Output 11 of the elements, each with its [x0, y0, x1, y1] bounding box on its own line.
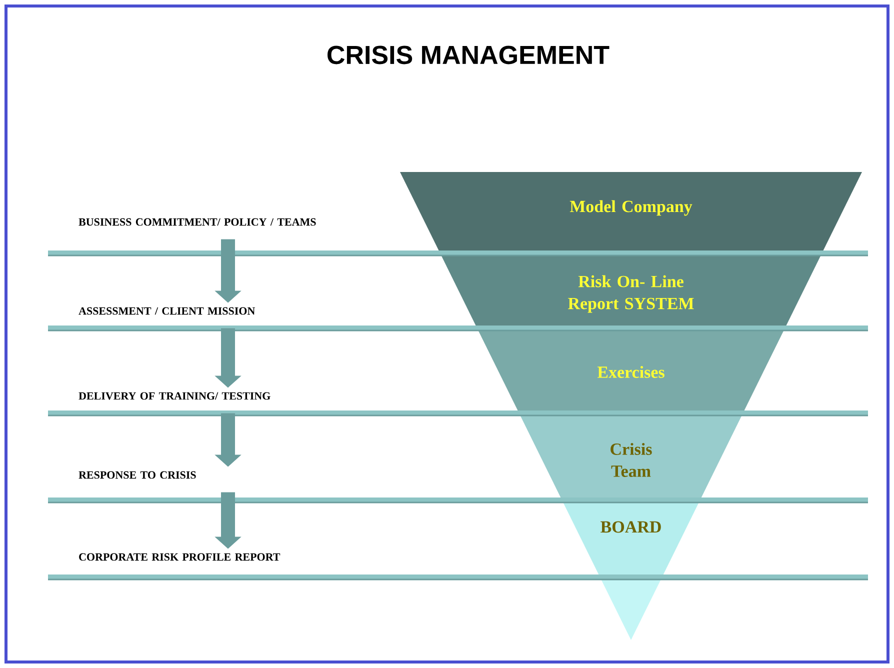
funnel-segment: BOARD — [562, 500, 700, 577]
funnel-segment: Risk On- Line Report SYSTEM — [440, 253, 822, 328]
funnel-segment: Crisis Team — [519, 412, 743, 500]
funnel-segment: Model Company — [400, 172, 862, 253]
step-label: DELIVERY OF TRAINING/ TESTING — [78, 392, 270, 400]
step-label: CORPORATE RISK PROFILE REPORT — [79, 553, 280, 561]
step-label: RESPONSE TO CRISIS — [78, 471, 196, 479]
title: CRISIS MANAGEMENT — [328, 46, 610, 64]
step-label: BUSINESS COMMITMENT/ POLICY / TEAMS — [78, 218, 316, 226]
step-label: ASSESSMENT / CLIENT MISSION — [78, 307, 256, 315]
funnel-segment: Exercises — [477, 328, 785, 413]
